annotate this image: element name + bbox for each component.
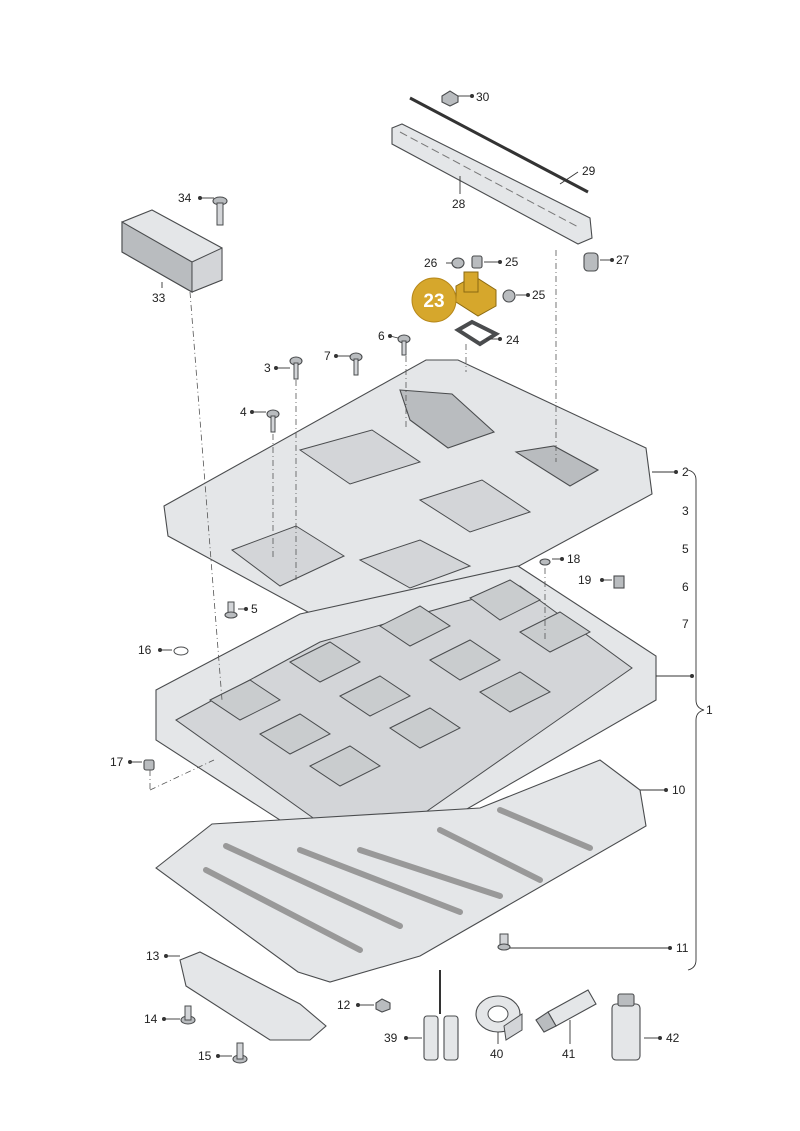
part-label: 6 <box>378 329 385 343</box>
tape-roll-part-40 <box>475 995 523 1041</box>
part-label: 3 <box>682 504 689 518</box>
nut-part-30 <box>441 90 459 107</box>
part-label: 27 <box>616 253 630 267</box>
bushing-part-17 <box>143 759 155 771</box>
lower-underbody-plate-part-10 <box>155 759 647 983</box>
seal-strip-part-29 <box>409 96 589 194</box>
leader-lines <box>128 94 678 1058</box>
part-labels: 30 29 28 26 25 25 27 34 33 24 6 7 3 4 2 … <box>110 90 713 1063</box>
part-label: 24 <box>506 333 520 347</box>
shield-part-13 <box>179 951 327 1041</box>
part-label: 34 <box>178 191 192 205</box>
screw-part-5 <box>224 601 238 619</box>
cover-strip-part-28 <box>391 123 593 245</box>
screw-part-6 <box>397 334 411 356</box>
part-label: 19 <box>578 573 592 587</box>
part-label: 28 <box>452 197 466 211</box>
part-label: 39 <box>384 1031 398 1045</box>
part-label: 2 <box>682 465 689 479</box>
part-label: 5 <box>251 602 258 616</box>
part-label: 26 <box>424 256 438 270</box>
part-label: 10 <box>672 783 686 797</box>
part-label: 6 <box>682 580 689 594</box>
highlight-label: 23 <box>423 291 444 312</box>
part-label: 41 <box>562 1047 576 1061</box>
part-label: 11 <box>676 941 689 955</box>
screw-part-3 <box>289 356 303 380</box>
part-label: 7 <box>682 617 689 631</box>
gasket-part-24 <box>454 319 501 347</box>
pin-part-18 <box>539 558 551 566</box>
part-label: 25 <box>532 288 546 302</box>
plug-part-27 <box>583 252 599 272</box>
part-label: 4 <box>240 405 247 419</box>
screw-part-11 <box>497 933 511 951</box>
screw-part-7 <box>349 352 363 376</box>
bottle-part-42 <box>611 993 641 1061</box>
cap-part-25a <box>471 255 483 269</box>
clip-part-19 <box>613 575 625 589</box>
nut-part-12 <box>375 998 391 1013</box>
part-label: 1 <box>706 703 713 717</box>
connector-part-23 <box>455 271 497 317</box>
screw-part-15 <box>232 1042 248 1064</box>
tube-part-41 <box>535 989 597 1033</box>
seal-part-16 <box>173 646 189 656</box>
highlight-badge[interactable]: 23 <box>411 277 457 323</box>
part-label: 42 <box>666 1031 680 1045</box>
nut-part-26 <box>451 257 465 269</box>
cap-part-25b <box>502 289 516 303</box>
part-label: 30 <box>476 90 490 104</box>
part-label: 29 <box>582 164 596 178</box>
part-label: 3 <box>264 361 271 375</box>
cartridge-part-39 <box>423 970 459 1061</box>
part-label: 18 <box>567 552 581 566</box>
part-label: 7 <box>324 349 331 363</box>
part-label: 16 <box>138 643 152 657</box>
part-label: 33 <box>152 291 166 305</box>
part-label: 12 <box>337 998 351 1012</box>
part-label: 40 <box>490 1047 504 1061</box>
screw-part-14 <box>180 1005 196 1025</box>
upper-cover-plate-part-2 <box>163 359 653 641</box>
part-label: 15 <box>198 1049 212 1063</box>
control-unit-part-33 <box>121 209 223 293</box>
part-label: 14 <box>144 1012 158 1026</box>
part-label: 25 <box>505 255 519 269</box>
battery-tray-part-1 <box>155 565 657 843</box>
part-label: 5 <box>682 542 689 556</box>
part-label: 17 <box>110 755 124 769</box>
screw-part-4 <box>266 409 280 433</box>
part-label: 13 <box>146 949 160 963</box>
screw-part-34 <box>212 196 228 226</box>
